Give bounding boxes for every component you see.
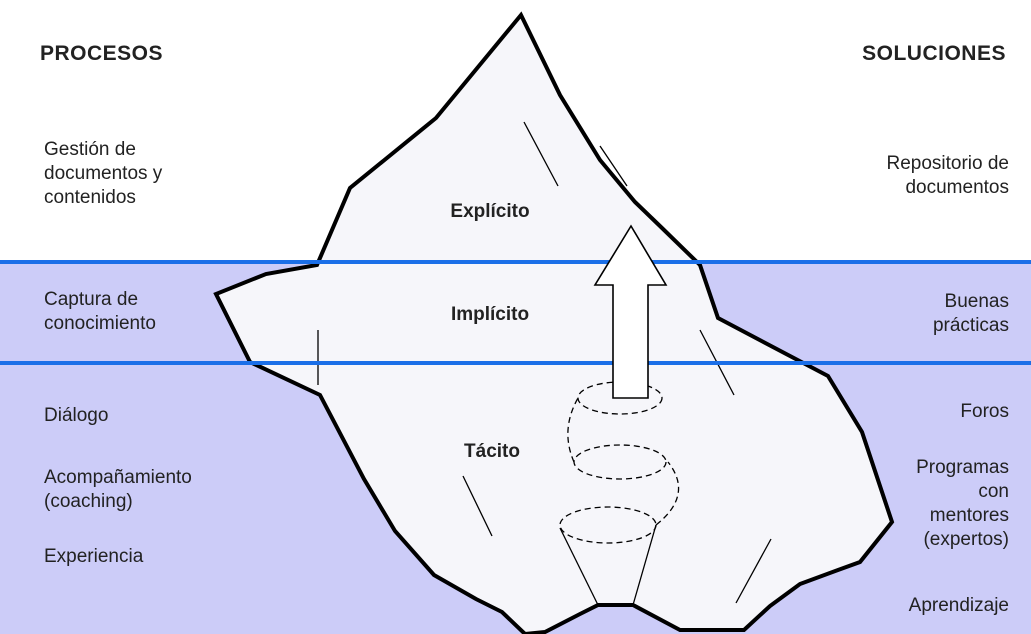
process-doc-management: Gestión de documentos y contenidos	[44, 138, 162, 210]
process-knowledge-capture: Captura de conocimiento	[44, 288, 156, 336]
solution-repository: Repositorio de documentos	[886, 152, 1009, 200]
process-experience: Experiencia	[44, 545, 143, 569]
solution-mentor-programs: Programas con mentores (expertos)	[916, 456, 1009, 552]
process-coaching: Acompañamiento (coaching)	[44, 466, 192, 514]
level-implicit-label: Implícito	[430, 303, 550, 327]
level-explicit-label: Explícito	[430, 200, 550, 224]
solutions-header: SOLUCIONES	[862, 42, 1006, 66]
level-tacit-label: Tácito	[432, 440, 552, 464]
processes-header: PROCESOS	[40, 42, 163, 66]
solution-best-practices: Buenas prácticas	[933, 290, 1009, 338]
solution-forums: Foros	[960, 400, 1009, 424]
solution-learning: Aprendizaje	[909, 594, 1009, 618]
process-dialog: Diálogo	[44, 404, 108, 428]
